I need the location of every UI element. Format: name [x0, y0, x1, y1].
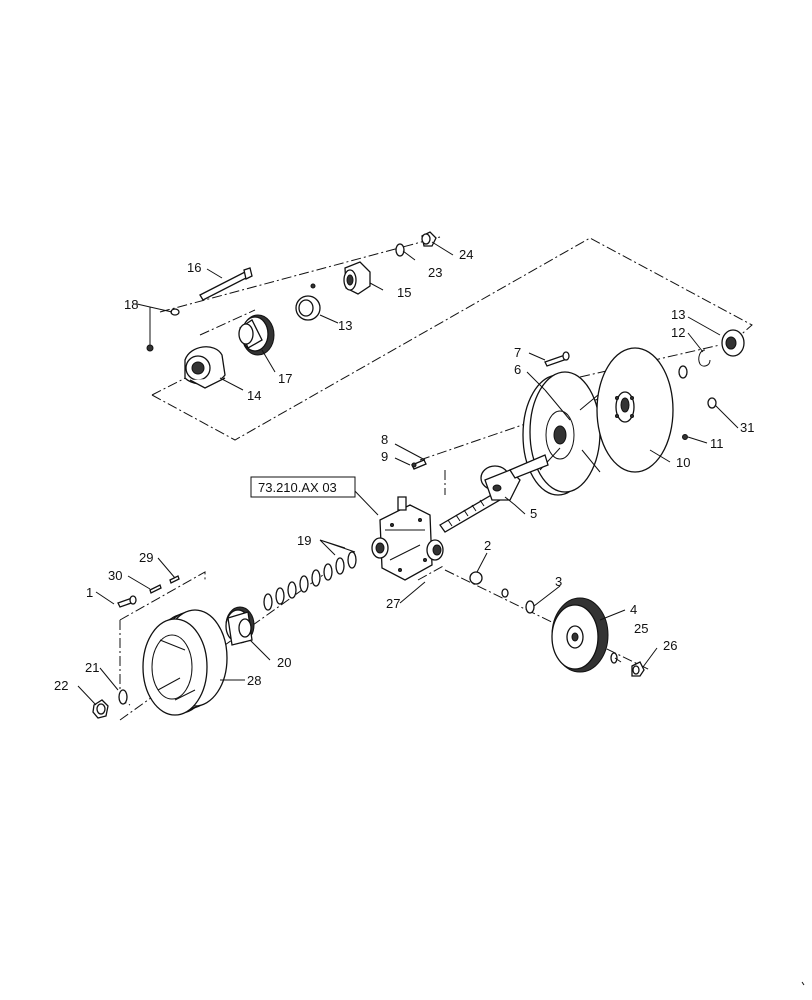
nut-22: [92, 699, 109, 719]
washer-25: [610, 652, 618, 664]
callout-5: 5: [530, 506, 537, 521]
callout-1: 1: [86, 585, 93, 600]
bolts-1-29-30: [117, 575, 180, 608]
washer-13-right: [678, 329, 745, 379]
callout-13-upper: 13: [338, 318, 352, 333]
washer-3: [525, 600, 535, 614]
nut-18: [146, 308, 180, 352]
callout-7: 7: [514, 345, 521, 360]
pin-11: [682, 434, 688, 440]
callout-30: 30: [108, 568, 122, 583]
callout-15: 15: [397, 285, 411, 300]
callout-11: 11: [710, 436, 724, 451]
spacers-19: [263, 551, 357, 611]
sprocket-17: [238, 314, 275, 356]
spinner-disc-6: [522, 371, 601, 496]
pulley-4: [551, 597, 609, 673]
callout-10: 10: [676, 455, 690, 470]
callout-9: 9: [381, 449, 388, 464]
washer-23: [395, 243, 405, 257]
callout-14: 14: [247, 388, 261, 403]
callout-4: 4: [630, 602, 637, 617]
callout-24: 24: [459, 247, 473, 262]
gearbox-27: [371, 496, 444, 581]
callout-16: 16: [187, 260, 201, 275]
callout-8: 8: [381, 432, 388, 447]
callout-26: 26: [663, 638, 677, 653]
nut-31: [707, 397, 717, 409]
washer-21: [118, 689, 128, 705]
shaft-5: [439, 454, 549, 533]
callout-29: 29: [139, 550, 153, 565]
callout-21: 21: [85, 660, 99, 675]
callout-27: 27: [386, 596, 400, 611]
callout-22: 22: [54, 678, 68, 693]
reference-label[interactable]: 73.210.AX 03: [258, 480, 337, 495]
callout-20: 20: [277, 655, 291, 670]
bushing-2: [469, 571, 509, 598]
bolt-16: [199, 267, 253, 301]
corner-mark: [801, 981, 805, 986]
callout-23: 23: [428, 265, 442, 280]
pulley-28: [142, 609, 228, 716]
callout-17: 17: [278, 371, 292, 386]
callout-18: 18: [124, 297, 138, 312]
snap-ring-12: [698, 349, 711, 367]
reference-box[interactable]: 73.210.AX 03: [250, 476, 356, 498]
leader-lines: [77, 241, 739, 706]
callout-2: 2: [484, 538, 491, 553]
bearing-13-upper: [295, 283, 321, 321]
hub-15: [343, 261, 371, 295]
screws-8-9: [411, 459, 427, 470]
callout-19: 19: [297, 533, 311, 548]
nut-26: [631, 661, 645, 677]
callout-6: 6: [514, 362, 521, 377]
callout-13-right: 13: [671, 307, 685, 322]
callout-31: 31: [740, 420, 754, 435]
callout-25: 25: [634, 621, 648, 636]
bearing-housing-14: [184, 346, 226, 389]
bolt-7: [544, 351, 570, 367]
callout-12: 12: [671, 325, 685, 340]
nut-24: [421, 231, 437, 247]
callout-labels: 1 2 3 4 5 6 7 8 9 10 11 12 13 13 14 15 1…: [54, 247, 754, 693]
callout-28: 28: [247, 673, 261, 688]
callout-3: 3: [555, 574, 562, 589]
disc-10: [596, 347, 674, 473]
hub-20: [225, 606, 255, 646]
